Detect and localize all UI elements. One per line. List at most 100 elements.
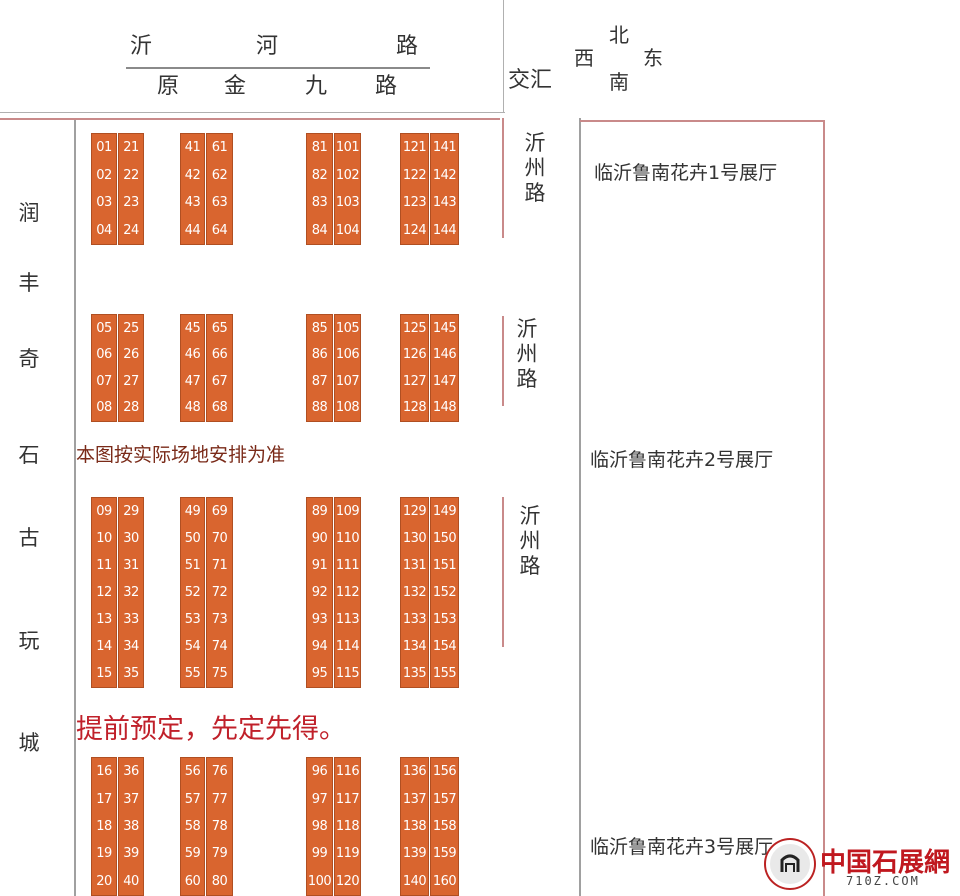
booth-88[interactable]: 88 xyxy=(311,400,328,416)
booth-72[interactable]: 72 xyxy=(211,585,228,600)
booth-24[interactable]: 24 xyxy=(123,222,139,238)
booth-144[interactable]: 144 xyxy=(432,222,457,238)
booth-06[interactable]: 06 xyxy=(96,347,112,363)
booth-83[interactable]: 83 xyxy=(311,195,328,211)
booth-136[interactable]: 136 xyxy=(402,764,427,780)
booth-129[interactable]: 129 xyxy=(402,504,427,519)
booth-48[interactable]: 48 xyxy=(184,400,201,416)
booth-18[interactable]: 18 xyxy=(96,819,112,835)
booth-66[interactable]: 66 xyxy=(211,347,228,363)
booth-56[interactable]: 56 xyxy=(184,764,201,780)
booth-71[interactable]: 71 xyxy=(211,558,228,573)
booth-07[interactable]: 07 xyxy=(96,373,112,389)
booth-140[interactable]: 140 xyxy=(402,873,427,889)
booth-73[interactable]: 73 xyxy=(211,612,228,627)
booth-96[interactable]: 96 xyxy=(311,764,328,780)
booth-27[interactable]: 27 xyxy=(123,373,139,389)
booth-97[interactable]: 97 xyxy=(311,791,328,807)
booth-94[interactable]: 94 xyxy=(311,639,328,654)
booth-104[interactable]: 104 xyxy=(335,222,360,238)
booth-17[interactable]: 17 xyxy=(96,791,112,807)
booth-123[interactable]: 123 xyxy=(402,195,427,211)
booth-20[interactable]: 20 xyxy=(96,873,112,889)
booth-10[interactable]: 10 xyxy=(96,531,112,546)
booth-39[interactable]: 39 xyxy=(123,846,139,862)
booth-79[interactable]: 79 xyxy=(211,846,228,862)
booth-159[interactable]: 159 xyxy=(432,846,457,862)
booth-13[interactable]: 13 xyxy=(96,612,112,627)
booth-51[interactable]: 51 xyxy=(184,558,201,573)
booth-59[interactable]: 59 xyxy=(184,846,201,862)
booth-42[interactable]: 42 xyxy=(184,167,201,183)
booth-82[interactable]: 82 xyxy=(311,167,328,183)
booth-57[interactable]: 57 xyxy=(184,791,201,807)
booth-67[interactable]: 67 xyxy=(211,373,228,389)
booth-65[interactable]: 65 xyxy=(211,320,228,336)
booth-105[interactable]: 105 xyxy=(335,320,360,336)
booth-77[interactable]: 77 xyxy=(211,791,228,807)
booth-106[interactable]: 106 xyxy=(335,347,360,363)
booth-23[interactable]: 23 xyxy=(123,195,139,211)
booth-100[interactable]: 100 xyxy=(307,873,332,889)
booth-69[interactable]: 69 xyxy=(211,504,228,519)
booth-109[interactable]: 109 xyxy=(335,504,360,519)
booth-134[interactable]: 134 xyxy=(402,639,427,654)
booth-117[interactable]: 117 xyxy=(335,791,360,807)
booth-02[interactable]: 02 xyxy=(96,167,112,183)
booth-89[interactable]: 89 xyxy=(311,504,328,519)
watermark-logo[interactable]: 中国石展網 710Z.COM xyxy=(766,836,960,896)
booth-131[interactable]: 131 xyxy=(402,558,427,573)
booth-62[interactable]: 62 xyxy=(211,167,228,183)
booth-160[interactable]: 160 xyxy=(432,873,457,889)
booth-148[interactable]: 148 xyxy=(432,400,457,416)
booth-12[interactable]: 12 xyxy=(96,585,112,600)
booth-113[interactable]: 113 xyxy=(335,612,360,627)
booth-58[interactable]: 58 xyxy=(184,819,201,835)
booth-121[interactable]: 121 xyxy=(402,140,427,156)
booth-101[interactable]: 101 xyxy=(335,140,360,156)
booth-14[interactable]: 14 xyxy=(96,639,112,654)
booth-38[interactable]: 38 xyxy=(123,819,139,835)
booth-156[interactable]: 156 xyxy=(432,764,457,780)
booth-103[interactable]: 103 xyxy=(335,195,360,211)
booth-75[interactable]: 75 xyxy=(211,666,228,681)
booth-112[interactable]: 112 xyxy=(335,585,360,600)
booth-55[interactable]: 55 xyxy=(184,666,201,681)
booth-158[interactable]: 158 xyxy=(432,819,457,835)
booth-61[interactable]: 61 xyxy=(211,140,228,156)
booth-64[interactable]: 64 xyxy=(211,222,228,238)
booth-01[interactable]: 01 xyxy=(96,140,112,156)
booth-16[interactable]: 16 xyxy=(96,764,112,780)
booth-125[interactable]: 125 xyxy=(402,320,427,336)
booth-04[interactable]: 04 xyxy=(96,222,112,238)
booth-09[interactable]: 09 xyxy=(96,504,112,519)
booth-132[interactable]: 132 xyxy=(402,585,427,600)
booth-11[interactable]: 11 xyxy=(96,558,112,573)
booth-22[interactable]: 22 xyxy=(123,167,139,183)
booth-25[interactable]: 25 xyxy=(123,320,139,336)
booth-155[interactable]: 155 xyxy=(432,666,457,681)
booth-85[interactable]: 85 xyxy=(311,320,328,336)
booth-08[interactable]: 08 xyxy=(96,400,112,416)
booth-34[interactable]: 34 xyxy=(123,639,139,654)
booth-116[interactable]: 116 xyxy=(335,764,360,780)
booth-52[interactable]: 52 xyxy=(184,585,201,600)
booth-29[interactable]: 29 xyxy=(123,504,139,519)
booth-141[interactable]: 141 xyxy=(432,140,457,156)
booth-133[interactable]: 133 xyxy=(402,612,427,627)
booth-37[interactable]: 37 xyxy=(123,791,139,807)
booth-152[interactable]: 152 xyxy=(432,585,457,600)
booth-108[interactable]: 108 xyxy=(335,400,360,416)
booth-137[interactable]: 137 xyxy=(402,791,427,807)
booth-40[interactable]: 40 xyxy=(123,873,139,889)
booth-120[interactable]: 120 xyxy=(335,873,360,889)
booth-81[interactable]: 81 xyxy=(311,140,328,156)
booth-145[interactable]: 145 xyxy=(432,320,457,336)
booth-26[interactable]: 26 xyxy=(123,347,139,363)
booth-91[interactable]: 91 xyxy=(311,558,328,573)
booth-15[interactable]: 15 xyxy=(96,666,112,681)
booth-70[interactable]: 70 xyxy=(211,531,228,546)
booth-139[interactable]: 139 xyxy=(402,846,427,862)
booth-33[interactable]: 33 xyxy=(123,612,139,627)
booth-60[interactable]: 60 xyxy=(184,873,201,889)
